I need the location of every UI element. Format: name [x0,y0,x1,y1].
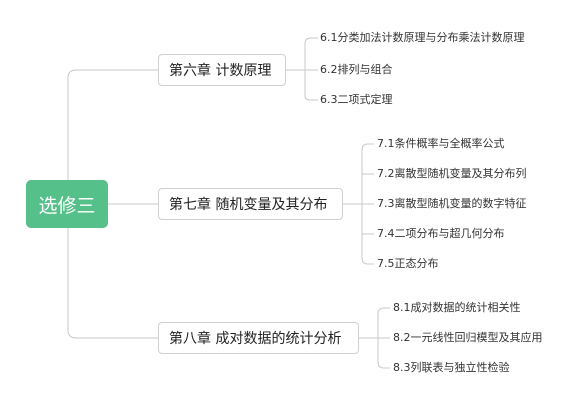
topic-7-3[interactable]: 7.3离散型随机变量的数字特征 [377,197,527,210]
topic-8-3[interactable]: 8.3列联表与独立性检验 [393,361,510,374]
chapter-6-node[interactable]: 第六章 计数原理 [158,54,286,86]
topic-7-1[interactable]: 7.1条件概率与全概率公式 [377,137,505,150]
topic-7-4[interactable]: 7.4二项分布与超几何分布 [377,227,505,240]
chapter-8-node[interactable]: 第八章 成对数据的统计分析 [158,322,359,354]
topic-6-1[interactable]: 6.1分类加法计数原理与分布乘法计数原理 [320,31,525,44]
topic-8-1[interactable]: 8.1成对数据的统计相关性 [393,301,521,314]
topic-8-2[interactable]: 8.2一元线性回归模型及其应用 [393,331,543,344]
topic-7-2[interactable]: 7.2离散型随机变量及其分布列 [377,167,527,180]
chapter-7-node[interactable]: 第七章 随机变量及其分布 [158,188,343,220]
topic-7-5[interactable]: 7.5正态分布 [377,257,439,270]
root-node[interactable]: 选修三 [26,180,108,228]
topic-6-2[interactable]: 6.2排列与组合 [320,63,393,76]
topic-6-3[interactable]: 6.3二项式定理 [320,93,393,106]
